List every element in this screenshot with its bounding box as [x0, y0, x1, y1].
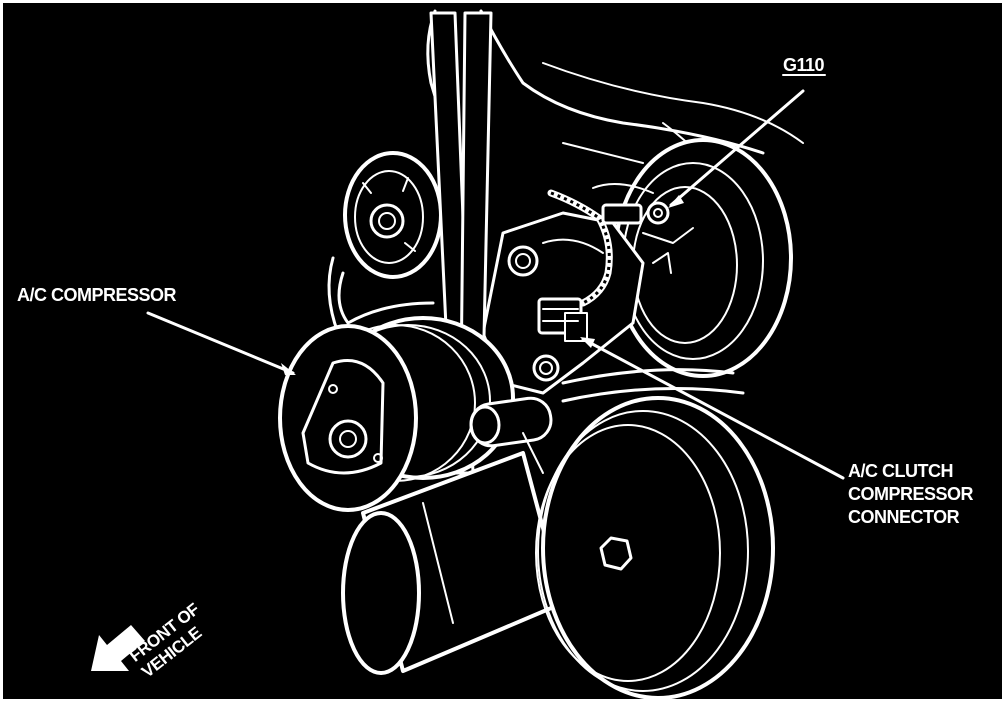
front-of-vehicle-indicator: FRONT OF VEHICLE: [91, 600, 205, 681]
front-arrow-icon: [91, 625, 145, 671]
g110-leader: [669, 89, 805, 207]
connector-label-line3: CONNECTOR: [848, 507, 960, 527]
ac-compressor: [278, 316, 515, 512]
ac-clutch-connector: [537, 297, 588, 342]
compressor-leader: [146, 311, 295, 375]
compressor-label: A/C COMPRESSOR: [17, 285, 177, 305]
leader-lines: [146, 89, 845, 480]
g110-ground-bolt: [601, 201, 694, 274]
g110-label: G110: [783, 55, 825, 75]
engine-diagram: G110 A/C COMPRESSOR A/C CLUTCH COMPRESSO…: [17, 9, 974, 700]
generator-housing: [341, 451, 565, 675]
wiring-harness: [547, 183, 654, 307]
lower-right-pulley: [535, 396, 775, 700]
connector-label-line2: COMPRESSOR: [848, 484, 974, 504]
connector-arrowhead: [580, 337, 595, 348]
connector-leader: [581, 337, 845, 480]
hose-fitting: [469, 396, 553, 474]
idler-pulley: [343, 151, 443, 279]
upper-right-pulley: [613, 138, 793, 378]
g110-arrowhead: [668, 195, 684, 208]
connector-label-line1: A/C CLUTCH: [848, 461, 953, 481]
compressor-arrowhead: [281, 363, 296, 375]
